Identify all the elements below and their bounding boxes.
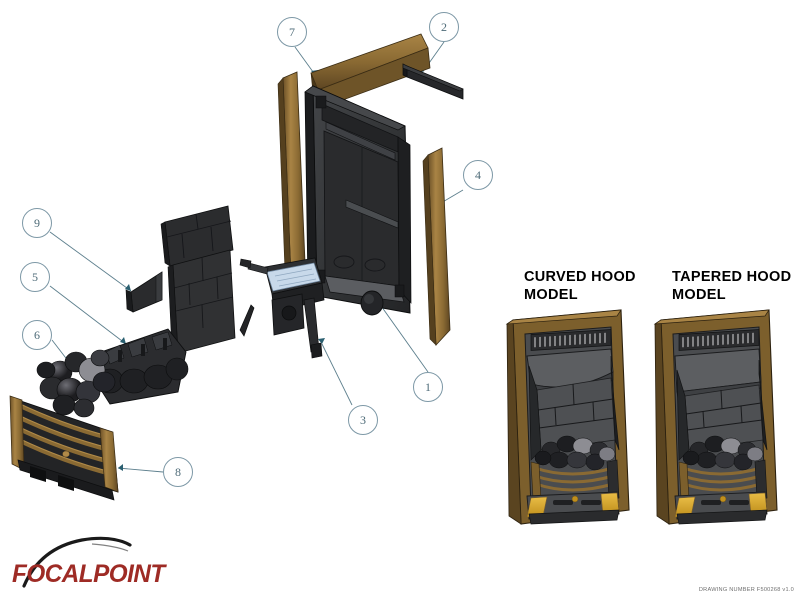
leader-8 [117, 467, 164, 473]
callout-label: 7 [289, 24, 295, 39]
brand-logo: FOCALPOINT [10, 534, 165, 596]
callout-balloon-8[interactable]: 8 [163, 457, 193, 487]
callout-label: 9 [34, 215, 40, 230]
part-slim-offcut [239, 304, 255, 337]
part-knob-cap [360, 290, 384, 316]
callout-balloon-4[interactable]: 4 [463, 160, 493, 190]
leader-9 [49, 231, 132, 292]
model-caption-tapered-hood: TAPERED HOOD MODEL [672, 269, 792, 304]
part-curved-fret [9, 395, 119, 501]
callout-balloon-3[interactable]: 3 [348, 405, 378, 435]
callout-leader-lines [49, 41, 464, 473]
part-burner-assembly [239, 257, 325, 359]
model-caption-curved-hood: CURVED HOOD MODEL [524, 269, 636, 304]
callout-label: 5 [32, 269, 38, 284]
product-render-curved-hood [505, 309, 630, 525]
part-moulded-coal-bed [93, 328, 189, 405]
callout-balloon-6[interactable]: 6 [22, 320, 52, 350]
product-render-tapered-hood [653, 309, 778, 525]
callout-label: 1 [425, 379, 431, 394]
leader-1 [378, 302, 429, 373]
part-loose-coals [36, 349, 116, 418]
callout-label: 4 [475, 167, 481, 182]
callout-balloon-7[interactable]: 7 [277, 17, 307, 47]
callout-balloon-2[interactable]: 2 [429, 12, 459, 42]
part-right-brass-trim [422, 147, 451, 346]
callout-label: 3 [360, 412, 366, 427]
part-top-black-bar [402, 63, 464, 100]
part-lower-brick-panel [167, 249, 236, 354]
callout-label: 8 [175, 464, 181, 479]
logo-swoosh-icon [22, 536, 132, 588]
callout-balloon-9[interactable]: 9 [22, 208, 52, 238]
callout-label: 2 [441, 19, 447, 34]
brand-logo-text: FOCALPOINT [12, 560, 165, 588]
callout-balloon-5[interactable]: 5 [20, 262, 50, 292]
leader-5 [49, 285, 127, 345]
part-main-firebox-body [304, 85, 412, 314]
callout-balloon-1[interactable]: 1 [413, 372, 443, 402]
part-left-brass-trim [277, 71, 306, 278]
leader-3 [321, 343, 353, 406]
part-side-wedge-panel [125, 271, 163, 313]
drawing-number: DRAWING NUMBER F500268 v1.0 [698, 587, 794, 593]
part-upper-brick-panel [160, 205, 234, 267]
callout-label: 6 [34, 327, 40, 342]
